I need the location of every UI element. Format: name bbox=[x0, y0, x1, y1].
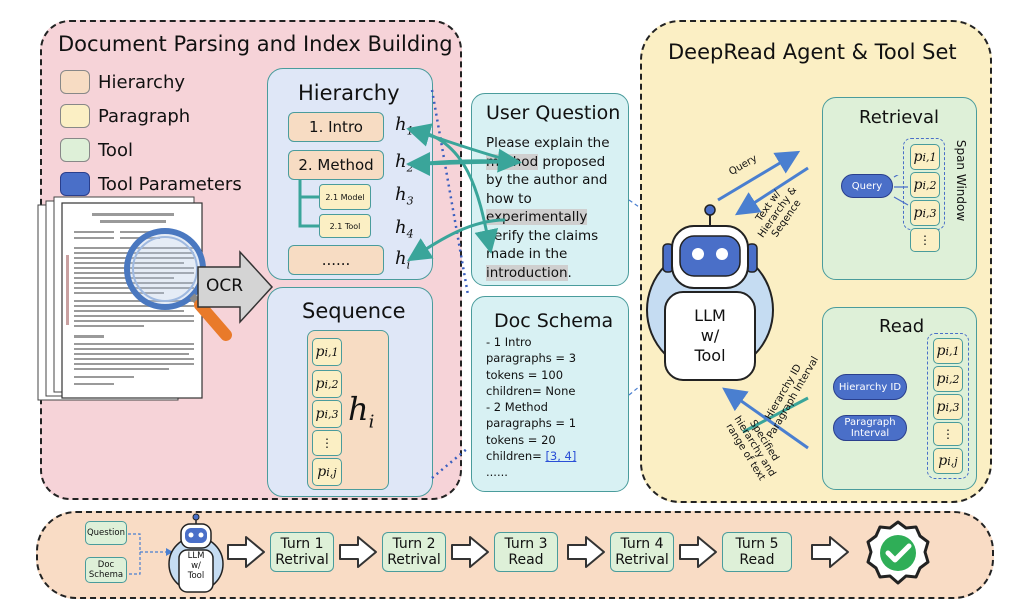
bottom-input-arrows bbox=[128, 533, 173, 575]
legend-tool-swatch bbox=[60, 138, 90, 162]
legend-tool-label: Tool bbox=[98, 140, 133, 161]
read-title: Read bbox=[879, 316, 925, 337]
document-pages-icon bbox=[37, 196, 232, 401]
hierarchy-tree-connector bbox=[298, 180, 320, 228]
sequence-paragraph-ellipsis: ⋮ bbox=[312, 430, 342, 456]
sequence-title: Sequence bbox=[302, 299, 406, 323]
user-question-title: User Question bbox=[486, 102, 621, 124]
legend-hierarchy-swatch bbox=[60, 70, 90, 94]
deepread-agent-title: DeepRead Agent & Tool Set bbox=[668, 40, 957, 64]
document-parsing-title: Document Parsing and Index Building bbox=[58, 32, 453, 56]
retrieval-title: Retrieval bbox=[859, 107, 939, 128]
bottom-doc-schema-box: Doc Schema bbox=[85, 557, 127, 583]
hierarchy-item-tool: 2.1 Tool bbox=[319, 214, 371, 238]
retrieval-paragraph-ellipsis: ⋮ bbox=[910, 228, 940, 252]
robot-icon bbox=[646, 204, 774, 381]
legend-paragraph-label: Paragraph bbox=[98, 106, 191, 127]
read-paragraph-ellipsis: ⋮ bbox=[933, 422, 963, 446]
check-badge-icon bbox=[866, 520, 930, 585]
retrieval-query-param: Query bbox=[841, 174, 893, 198]
legend-tool-parameters-swatch bbox=[60, 172, 90, 196]
legend-hierarchy-label: Hierarchy bbox=[98, 72, 186, 93]
bottom-question-box: Question bbox=[85, 521, 127, 545]
read-paragraph-interval-param: Paragraph Interval bbox=[833, 415, 907, 441]
doc-schema-title: Doc Schema bbox=[494, 310, 614, 332]
h-label-3: h3 bbox=[395, 184, 414, 208]
legend-tool-parameters-label: Tool Parameters bbox=[98, 174, 242, 195]
doc-schema-lines: - 1 Intro paragraphs = 3 tokens = 100 ch… bbox=[486, 335, 577, 480]
sequence-h-label: hi bbox=[348, 390, 375, 433]
legend-paragraph-swatch bbox=[60, 104, 90, 128]
h-label-4: h4 bbox=[395, 217, 414, 241]
hierarchy-item-more: ...... bbox=[288, 245, 384, 275]
hierarchy-title: Hierarchy bbox=[298, 81, 400, 105]
hierarchy-item-method: 2. Method bbox=[288, 150, 384, 180]
bottom-robot-icon bbox=[168, 513, 224, 593]
doc-schema-children-link[interactable]: [3, 4] bbox=[545, 449, 577, 464]
doc-schema-box bbox=[471, 296, 629, 492]
h-label-i: hi bbox=[395, 248, 411, 272]
hierarchy-item-model: 2.1 Model bbox=[319, 184, 371, 210]
ocr-label: OCR bbox=[206, 276, 244, 296]
ocr-arrow-icon bbox=[197, 250, 274, 324]
read-span-frame bbox=[927, 333, 969, 479]
read-hierarchy-id-param: Hierarchy ID bbox=[833, 374, 907, 400]
retrieval-query-arrows bbox=[893, 175, 909, 206]
hierarchy-item-intro: 1. Intro bbox=[288, 112, 384, 142]
